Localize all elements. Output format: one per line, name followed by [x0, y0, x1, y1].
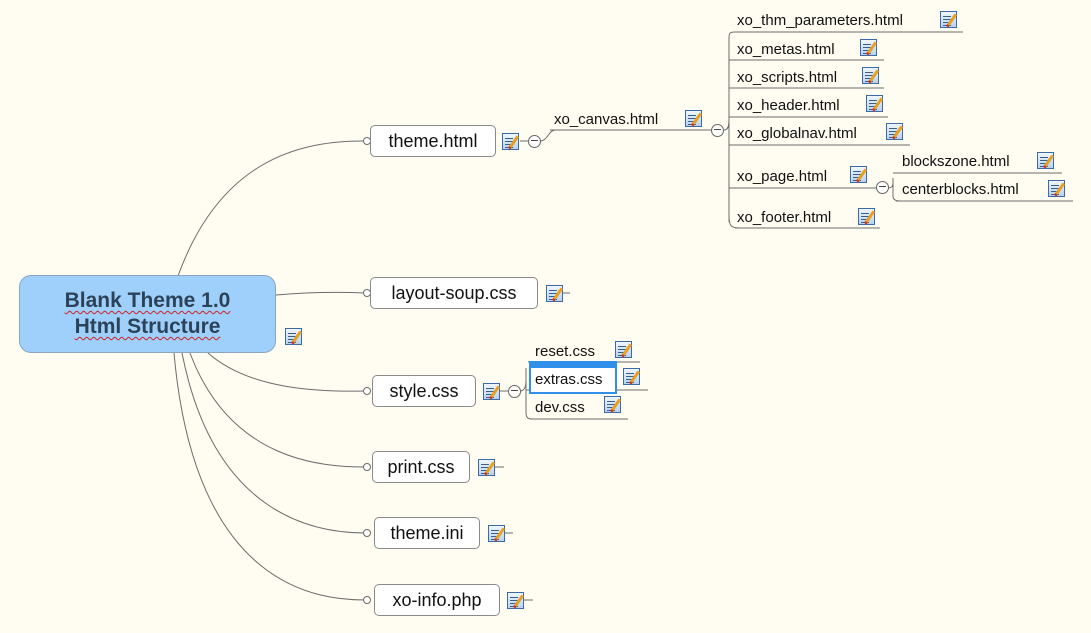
note-icon[interactable]	[940, 11, 957, 28]
topic-print-css[interactable]: print.css	[372, 451, 470, 483]
subtopic-dev-css[interactable]: dev.css	[535, 399, 585, 416]
subtopic-xo-canvas[interactable]: xo_canvas.html	[554, 111, 659, 128]
note-icon[interactable]	[685, 110, 702, 127]
subtopic-xo-page[interactable]: xo_page.html	[737, 168, 828, 185]
subtopic-centerblocks[interactable]: centerblocks.html	[902, 181, 1019, 198]
collapse-toggle-icon[interactable]: −	[508, 384, 521, 398]
collapse-toggle-icon[interactable]: −	[876, 180, 889, 194]
selected-subtopic-frame[interactable]	[529, 361, 617, 394]
note-icon[interactable]	[860, 39, 877, 56]
subtopic-xo-footer[interactable]: xo_footer.html	[737, 209, 832, 226]
note-icon[interactable]	[507, 592, 524, 609]
subtopic-xo-globalnav[interactable]: xo_globalnav.html	[737, 125, 857, 142]
topic-xo-info-php[interactable]: xo-info.php	[374, 584, 500, 616]
subtopic-xo-metas[interactable]: xo_metas.html	[737, 41, 835, 58]
subtopic-reset-css[interactable]: reset.css	[535, 343, 596, 360]
note-icon[interactable]	[285, 328, 302, 345]
topic-style-css[interactable]: style.css	[372, 375, 476, 407]
note-icon[interactable]	[866, 95, 883, 112]
central-topic-line1: Blank Theme 1.0	[64, 289, 231, 312]
topic-theme-ini[interactable]: theme.ini	[374, 517, 480, 549]
note-icon[interactable]	[886, 123, 903, 140]
subtopic-xo-thm-parameters[interactable]: xo_thm_parameters.html	[737, 12, 903, 29]
note-icon[interactable]	[478, 459, 495, 476]
note-icon[interactable]	[623, 368, 640, 385]
subtopic-extras-css[interactable]: extras.css	[535, 371, 603, 388]
subtopic-xo-scripts[interactable]: xo_scripts.html	[737, 69, 838, 86]
note-icon[interactable]	[858, 208, 875, 225]
collapse-toggle-icon[interactable]: −	[711, 123, 724, 137]
note-icon[interactable]	[604, 396, 621, 413]
central-topic[interactable]: Blank Theme 1.0 Html Structure	[19, 275, 276, 353]
subtopic-xo-header[interactable]: xo_header.html	[737, 97, 840, 114]
note-icon[interactable]	[488, 525, 505, 542]
note-icon[interactable]	[862, 67, 879, 84]
subtopic-blockszone[interactable]: blockszone.html	[902, 153, 1010, 170]
note-icon[interactable]	[850, 166, 867, 183]
collapse-toggle-icon[interactable]: −	[528, 134, 541, 148]
topic-layout-soup-css[interactable]: layout-soup.css	[370, 277, 538, 309]
note-icon[interactable]	[483, 383, 500, 400]
note-icon[interactable]	[615, 341, 632, 358]
central-topic-line2: Html Structure	[74, 315, 221, 338]
note-icon[interactable]	[1037, 152, 1054, 169]
note-icon[interactable]	[1048, 180, 1065, 197]
note-icon[interactable]	[502, 133, 519, 150]
note-icon[interactable]	[546, 285, 563, 302]
topic-theme-html[interactable]: theme.html	[370, 125, 496, 157]
selection-handle-bar[interactable]	[531, 363, 615, 368]
